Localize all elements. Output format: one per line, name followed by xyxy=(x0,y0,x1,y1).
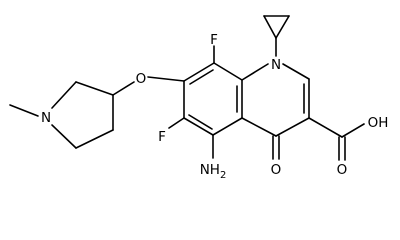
bond-c5p-c4p xyxy=(75,129,114,149)
bond-c5-c6 xyxy=(183,117,214,136)
bond-n1-c2 xyxy=(282,63,310,80)
bond-c3p-c2p xyxy=(75,81,114,96)
bond-c8-c8a xyxy=(213,62,243,81)
bond-c6-f-lower xyxy=(168,117,185,129)
bond-o-c3p xyxy=(112,81,135,96)
bond-ccooh-oh xyxy=(341,123,365,138)
bond-n1p-methyl xyxy=(9,104,39,117)
atom-label-n-pyrrolidine: N xyxy=(41,110,51,126)
atom-label-o-ether: O xyxy=(136,71,147,87)
bond-n1p-c5p xyxy=(51,124,77,149)
structure-diagram: F N O N F OH NH2 O O xyxy=(9,15,388,181)
bonds xyxy=(9,15,365,161)
atom-label-o-carboxyl: O xyxy=(337,162,348,178)
bond-c8a-n1 xyxy=(241,63,269,81)
bond-c7-c8 xyxy=(183,62,215,82)
bond-c2p-n1p xyxy=(51,81,77,109)
atom-label-n-ring: N xyxy=(271,57,281,73)
bond-c3-ccooh xyxy=(308,117,343,138)
atom-label-nh2: NH2 xyxy=(200,162,227,181)
bond-c7-o xyxy=(147,76,185,82)
atom-label-f-lower: F xyxy=(158,129,166,145)
atom-label-oh: OH xyxy=(368,115,389,131)
bond-c5-c6-inner xyxy=(188,114,213,130)
bond-c4a-c5 xyxy=(212,117,243,136)
atom-label-o-ketone: O xyxy=(271,162,282,178)
atom-label-f-top: F xyxy=(210,32,218,48)
bond-c7-c8-inner xyxy=(189,69,214,85)
bond-cyclopropyl-c xyxy=(275,15,290,39)
bond-c3-c4 xyxy=(275,117,310,137)
atom-label-nh2-main: NH xyxy=(200,162,220,178)
bond-cyclopropyl-a xyxy=(263,15,277,39)
atom-label-nh2-subscript: 2 xyxy=(220,170,226,181)
atom-labels: F N O N F OH NH2 O O xyxy=(41,32,388,181)
molecule-canvas: F N O N F OH NH2 O O xyxy=(9,15,388,181)
bond-c4-c4a xyxy=(241,117,277,137)
